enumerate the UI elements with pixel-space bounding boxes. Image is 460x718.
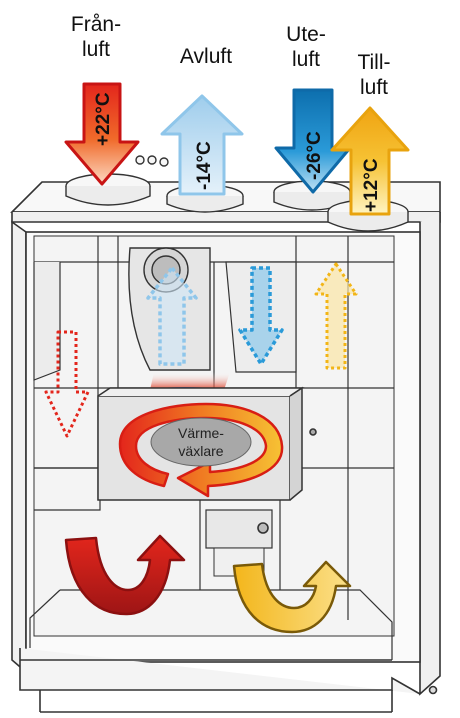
exchanger-label-line2: växlare (178, 443, 223, 459)
tilluft-temperature: +12°C (361, 158, 382, 212)
uteluft-temperature: -26°C (304, 131, 325, 180)
avluft-arrow: -14°C (162, 96, 242, 194)
exchanger-label-line1: Värme- (178, 425, 224, 441)
franluft-arrow: +22°C (66, 84, 138, 184)
avluft-temperature: -14°C (194, 141, 215, 190)
franluft-temperature: +22°C (93, 92, 114, 146)
